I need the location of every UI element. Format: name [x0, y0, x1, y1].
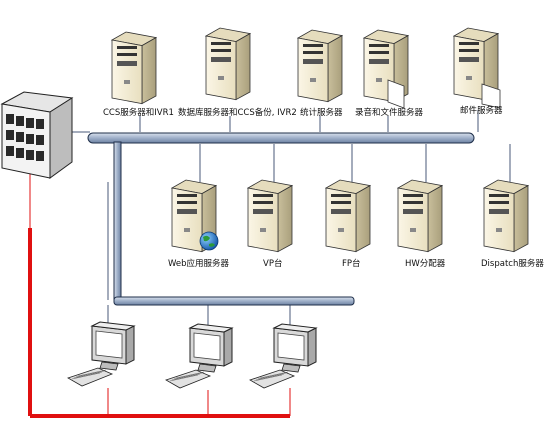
vertical-backbone — [113, 141, 122, 303]
server-label-vp: VP台 — [263, 259, 283, 269]
red-connection — [28, 170, 291, 418]
server-icon-ccs — [110, 31, 158, 105]
server-label-mail: 邮件服务器 — [460, 106, 503, 116]
server-label-stats: 统计服务器 — [300, 108, 343, 118]
main-backbone — [87, 132, 475, 144]
top-drop-lines — [70, 110, 479, 133]
server-label-recording: 录音和文件服务器 — [355, 108, 424, 118]
server-icon-fp — [324, 179, 372, 253]
server-label-hw: HW分配器 — [405, 259, 446, 269]
server-label-web: Web应用服务器 — [168, 259, 230, 269]
server-icon-hw — [396, 179, 444, 253]
server-icon-stats — [296, 29, 344, 103]
workstation-icon-1 — [67, 321, 136, 387]
server-icon-dispatch — [482, 179, 530, 253]
switch-icon — [0, 91, 74, 179]
server-label-db: 数据库服务器和CCS备份, IVR2 — [178, 108, 297, 118]
lower-backbone — [113, 296, 355, 306]
server-icon-db — [204, 27, 252, 101]
server-label-fp: FP台 — [342, 259, 361, 269]
server-label-dispatch: Dispatch服务器 — [481, 259, 544, 269]
server-icon-vp — [246, 179, 294, 253]
workstation-icon-2 — [165, 323, 234, 389]
server-label-ccs: CCS服务器和IVR1 — [103, 108, 174, 118]
document-icon — [481, 83, 501, 109]
document-icon — [387, 79, 405, 109]
globe-icon — [199, 231, 219, 251]
workstation-icon-3 — [249, 323, 318, 389]
server-icon-web — [170, 179, 218, 253]
mid-drop-lines — [199, 144, 511, 182]
